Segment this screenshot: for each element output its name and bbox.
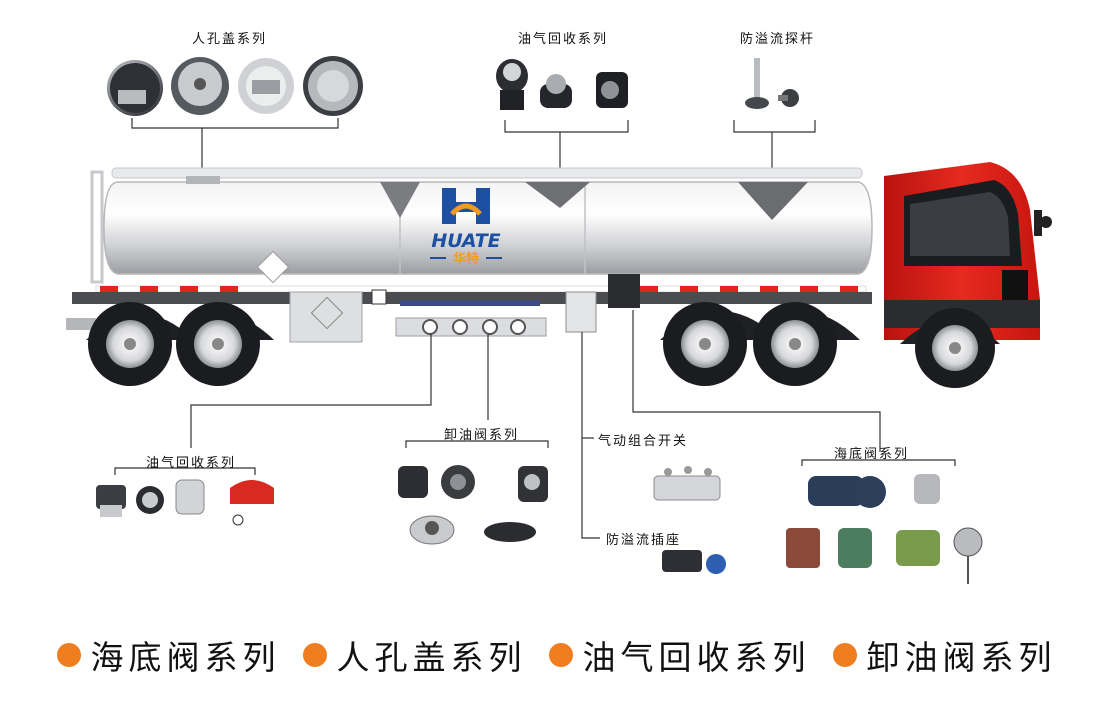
bullet-icon	[56, 643, 81, 667]
footer-item-vapor-recovery: 油气回收系列	[548, 631, 811, 679]
footer-item-label: 人孔盖系列	[336, 638, 527, 677]
manhole-cover-series-label: 人孔盖系列	[192, 32, 268, 47]
bottom-valve-series-label: 海底阀系列	[834, 447, 910, 462]
pneumatic-switch-label: 气动组合开关	[598, 434, 689, 449]
huate-logo: HUATE 华特	[430, 188, 502, 267]
vapor-recovery-parts-bottom	[96, 479, 274, 526]
footer-series-list: 海底阀系列 人孔盖系列 油气回收系列 卸油阀系列	[0, 625, 1113, 685]
bullet-icon	[832, 643, 857, 667]
overflow-probe-label: 防溢流探杆	[740, 32, 816, 47]
bottom-valve-parts	[786, 474, 983, 584]
vapor-recovery-parts-top	[496, 59, 628, 110]
logo-brand: HUATE	[431, 230, 500, 252]
pneumatic-switch-part	[653, 466, 721, 501]
wheels	[88, 302, 995, 388]
footer-item-label: 油气回收系列	[582, 638, 811, 677]
vapor-recovery-series-bottom-label: 油气回收系列	[146, 456, 237, 471]
bullet-icon	[548, 643, 573, 667]
footer-item-bottom-valve: 海底阀系列	[56, 631, 281, 679]
logo-chinese: 华特	[453, 251, 479, 267]
bullet-icon	[302, 643, 327, 667]
tanker-diagram: HUATE 华特	[66, 56, 1052, 584]
overflow-socket-part	[662, 550, 726, 574]
unload-valve-parts	[398, 465, 548, 545]
tanker-truck: HUATE 华特	[66, 162, 1052, 388]
footer-item-unload-valve: 卸油阀系列	[832, 631, 1057, 679]
footer-item-label: 海底阀系列	[90, 638, 281, 677]
vapor-recovery-series-top-label: 油气回收系列	[518, 32, 609, 47]
footer-item-manhole-cover: 人孔盖系列	[302, 631, 527, 679]
overflow-probe-parts	[745, 58, 799, 109]
manhole-cover-parts	[107, 56, 363, 116]
unload-valve-series-label: 卸油阀系列	[444, 428, 520, 443]
footer-item-label: 卸油阀系列	[866, 638, 1057, 677]
overflow-socket-label: 防溢流插座	[606, 533, 682, 548]
